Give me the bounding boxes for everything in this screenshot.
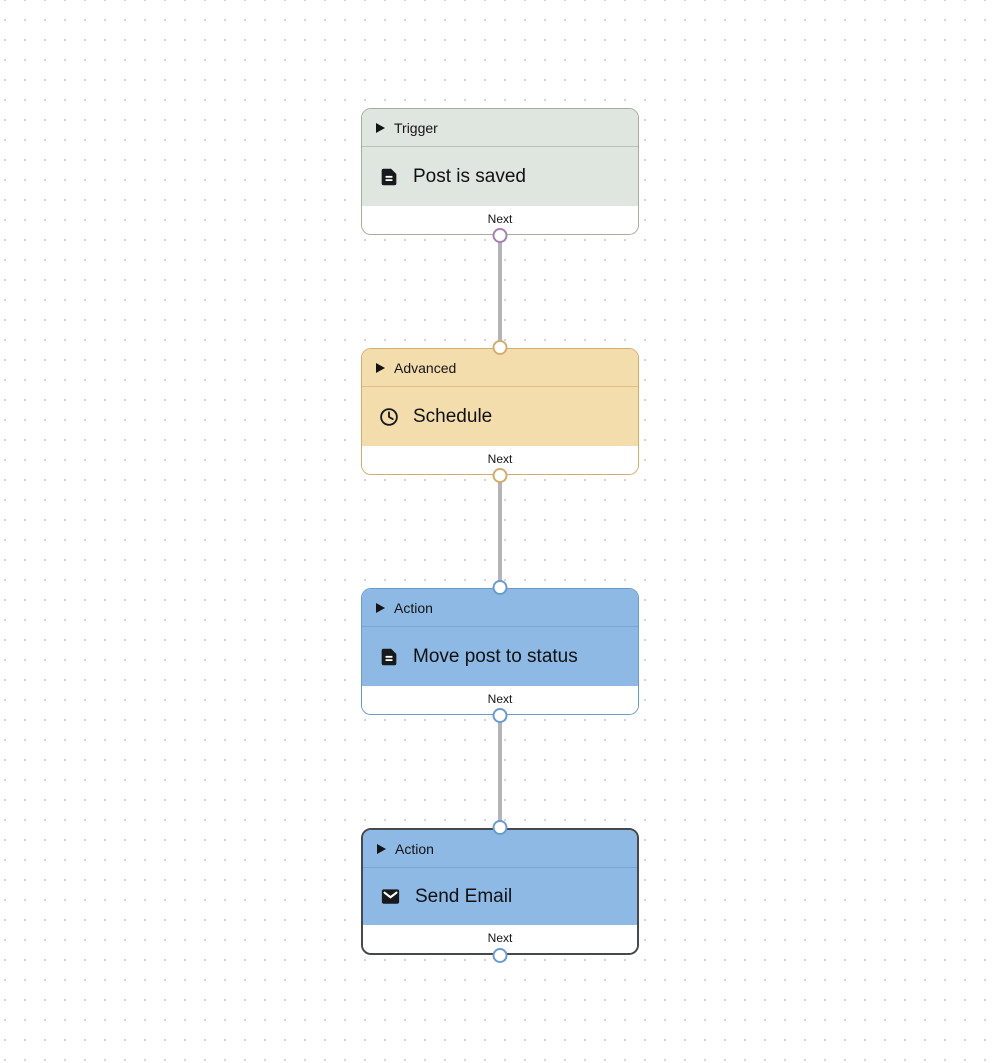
node-category-label: Action [394,599,433,616]
node-card: Action Move post to status Next [361,588,639,715]
mail-icon [379,885,402,908]
play-triangle-icon[interactable] [377,843,386,854]
node-advanced-schedule[interactable]: Advanced Schedule Next [361,340,639,483]
play-triangle-icon[interactable] [376,602,385,613]
node-title: Post is saved [413,165,526,187]
node-card: Trigger Post is saved Next [361,108,639,235]
output-port[interactable] [492,708,508,723]
play-triangle-icon[interactable] [376,362,385,373]
input-port[interactable] [492,580,508,595]
node-body: Post is saved [362,147,638,206]
document-icon [378,646,400,668]
node-category-label: Advanced [394,359,457,376]
node-action-send-email[interactable]: Action Send Email Next [361,820,639,963]
node-body: Send Email [363,868,637,925]
output-port[interactable] [492,948,508,963]
output-port[interactable] [492,228,508,243]
node-card: Action Send Email Next [361,828,639,955]
node-trigger-post-is-saved[interactable]: Trigger Post is saved Next [361,108,639,243]
node-header: Action [362,589,638,627]
output-port[interactable] [492,468,508,483]
connector-line [498,715,502,828]
node-header: Advanced [362,349,638,387]
node-action-move-post-to-status[interactable]: Action Move post to status Next [361,580,639,723]
play-triangle-icon[interactable] [376,122,385,133]
document-icon [378,166,400,188]
clock-icon [378,406,400,428]
node-header: Trigger [362,109,638,147]
node-body: Move post to status [362,627,638,686]
connector-line [498,235,502,348]
input-port[interactable] [492,820,508,835]
node-title: Send Email [415,885,513,907]
node-category-label: Action [395,840,434,857]
node-header: Action [363,830,637,868]
node-title: Schedule [413,405,493,427]
node-body: Schedule [362,387,638,446]
connector-line [498,475,502,588]
node-card: Advanced Schedule Next [361,348,639,475]
node-title: Move post to status [413,645,578,667]
node-category-label: Trigger [394,119,438,136]
input-port[interactable] [492,340,508,355]
